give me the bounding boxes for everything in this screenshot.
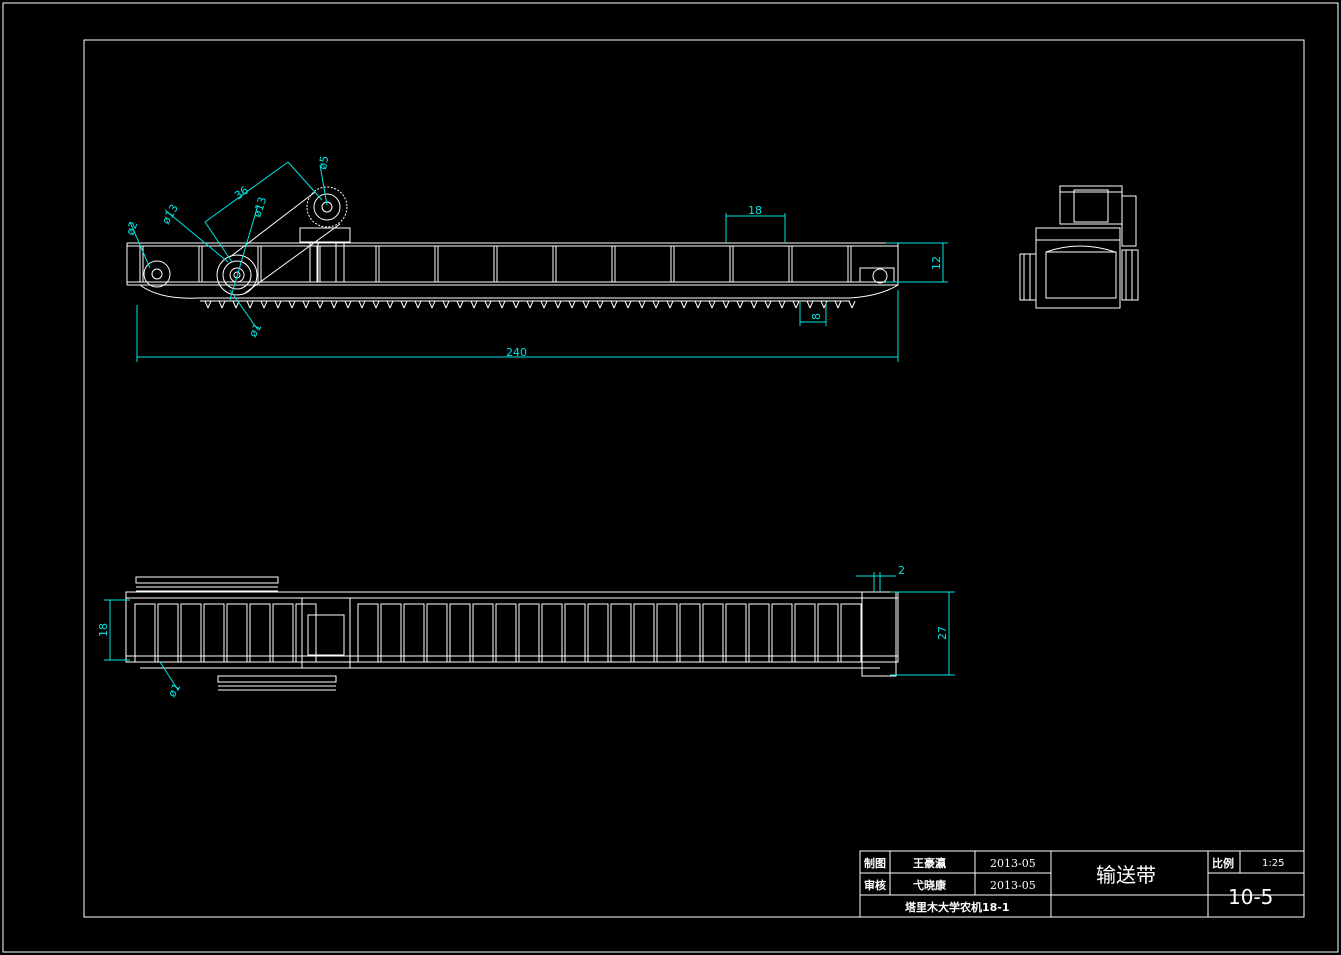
- dim-phi1-bottom: ø1: [165, 681, 183, 699]
- dim-phi1-top: ø1: [246, 321, 264, 339]
- dim-8: 8: [810, 313, 823, 320]
- dim-phi5: ø5: [316, 155, 331, 171]
- tb-school: 塔里木大学农机18-1: [905, 900, 1010, 914]
- side-view: [1019, 185, 1139, 309]
- dim-2: 2: [898, 564, 905, 577]
- tb-scale-value: 1:25: [1262, 858, 1284, 869]
- inner-border: [83, 39, 1305, 918]
- tb-drawing-title: 输送带: [1096, 863, 1156, 887]
- dim-12: 12: [930, 256, 943, 270]
- tb-scale-label: 比例: [1212, 856, 1234, 870]
- dim-18-top: 18: [748, 204, 762, 217]
- tb-row2-name: 弋晓康: [913, 878, 947, 892]
- dim-240: 240: [506, 346, 527, 359]
- dim-phi13-right: ø13: [250, 195, 269, 219]
- tb-row1-role: 制图: [864, 856, 886, 870]
- tb-row2-role: 审核: [864, 878, 886, 892]
- dim-27: 27: [936, 626, 949, 640]
- tb-row2-date: 2013-05: [990, 879, 1036, 892]
- dim-phi13-left: ø13: [159, 202, 181, 226]
- title-block-text: 制图 王豪瀛 2013-05 审核 弋晓康 2013-05 塔里木大学农机18-…: [864, 856, 1284, 914]
- top-view: [125, 576, 899, 691]
- dim-phi2: ø2: [124, 220, 141, 237]
- dim-36: 36: [232, 184, 251, 203]
- dim-18-bottom: 18: [97, 623, 110, 637]
- top-view-dimensions: [104, 572, 955, 691]
- tb-row1-date: 2013-05: [990, 857, 1036, 870]
- title-block: [859, 850, 1305, 918]
- tb-row1-name: 王豪瀛: [913, 856, 946, 870]
- front-view-dimensions: [129, 161, 948, 362]
- front-view: [126, 186, 899, 309]
- top-view-dimension-labels: 18 27 2 ø1: [97, 564, 949, 700]
- tb-drawing-number: 10-5: [1228, 885, 1273, 909]
